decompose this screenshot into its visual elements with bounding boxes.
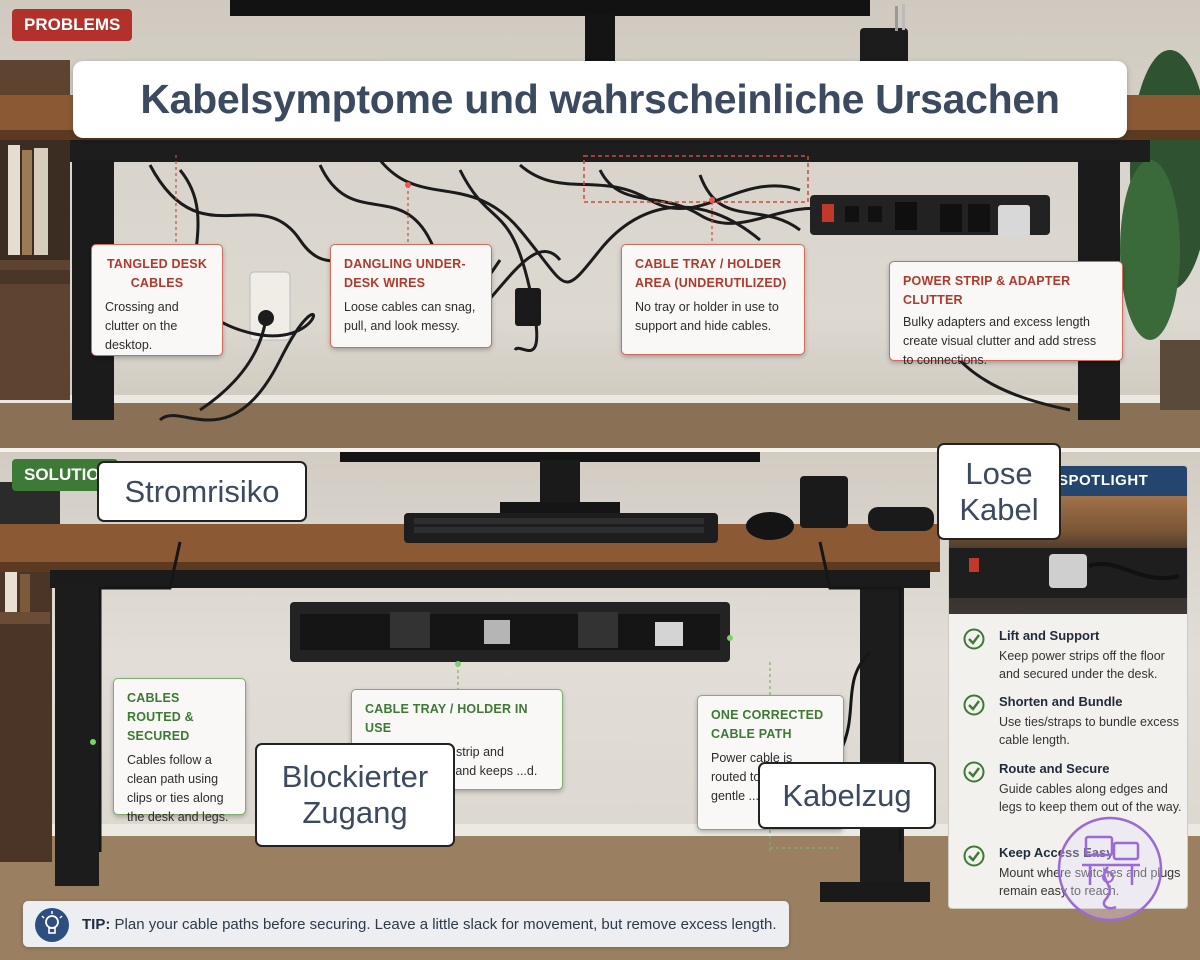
problem-card-tray: CABLE TRAY / HOLDER AREA (UNDERUTILIZED)…	[621, 244, 805, 355]
watermark-logo	[1057, 816, 1163, 922]
title-banner: Kabelsymptome und wahrscheinliche Ursach…	[73, 61, 1127, 138]
solution-card-heading: CABLE TRAY / HOLDER IN USE	[365, 702, 528, 735]
problem-card-text: Bulky adapters and excess length create …	[903, 315, 1097, 367]
problem-card-heading: POWER STRIP & ADAPTER CLUTTER	[903, 274, 1071, 307]
tip-text: TIP: Plan your cable paths before securi…	[82, 916, 777, 933]
section-divider	[0, 448, 1200, 454]
spotlight-step-desc: Guide cables along edges and legs to kee…	[999, 782, 1182, 814]
problem-card-heading: CABLE TRAY / HOLDER AREA (UNDERUTILIZED)	[635, 257, 787, 290]
callout-lose-kabel: Lose Kabel	[937, 443, 1061, 540]
problem-card-heading: TANGLED DESK CABLES	[106, 257, 208, 290]
callout-blockierter-zugang: Blockierter Zugang	[255, 743, 455, 847]
spotlight-step-title: Shorten and Bundle	[999, 694, 1123, 709]
spotlight-step-desc: Keep power strips off the floor and secu…	[999, 649, 1165, 681]
problem-card-tangled: TANGLED DESK CABLES Crossing and clutter…	[91, 244, 223, 356]
solution-card-heading: ONE CORRECTED CABLE PATH	[711, 708, 824, 741]
page-title: Kabelsymptome und wahrscheinliche Ursach…	[140, 76, 1060, 122]
problem-card-power-strip: POWER STRIP & ADAPTER CLUTTER Bulky adap…	[889, 261, 1123, 367]
spotlight-step-desc: Use ties/straps to bundle excess cable l…	[999, 715, 1179, 747]
spotlight-step-title: Route and Secure	[999, 761, 1110, 776]
solution-card-heading: CABLES ROUTED & SECURED	[127, 691, 194, 743]
problem-card-heading: DANGLING UNDER-DESK WIRES	[344, 257, 466, 290]
checkmark-icon	[963, 761, 985, 783]
tip-body: Plan your cable paths before securing. L…	[114, 916, 777, 933]
problems-tag: PROBLEMS	[12, 9, 133, 41]
checkmark-icon	[963, 845, 985, 867]
callout-kabelzug: Kabelzug	[758, 762, 936, 829]
problem-card-dangling: DANGLING UNDER-DESK WIRES Loose cables c…	[330, 244, 492, 348]
problem-card-text: Crossing and clutter on the desktop.	[105, 300, 179, 352]
spotlight-step-title: Lift and Support	[999, 628, 1100, 643]
tip-bar: TIP: Plan your cable paths before securi…	[23, 901, 789, 947]
callout-stromrisiko: Stromrisiko	[97, 461, 307, 522]
problem-card-text: Loose cables can snag, pull, and look me…	[344, 300, 476, 333]
checkmark-icon	[963, 628, 985, 650]
lightbulb-icon	[35, 908, 69, 942]
solution-card-routed: CABLES ROUTED & SECURED Cables follow a …	[113, 678, 246, 824]
checkmark-icon	[963, 694, 985, 716]
tip-label: TIP:	[82, 916, 111, 933]
problem-card-text: No tray or holder in use to support and …	[635, 300, 779, 333]
solution-card-text: Cables follow a clean path using clips o…	[127, 753, 229, 824]
